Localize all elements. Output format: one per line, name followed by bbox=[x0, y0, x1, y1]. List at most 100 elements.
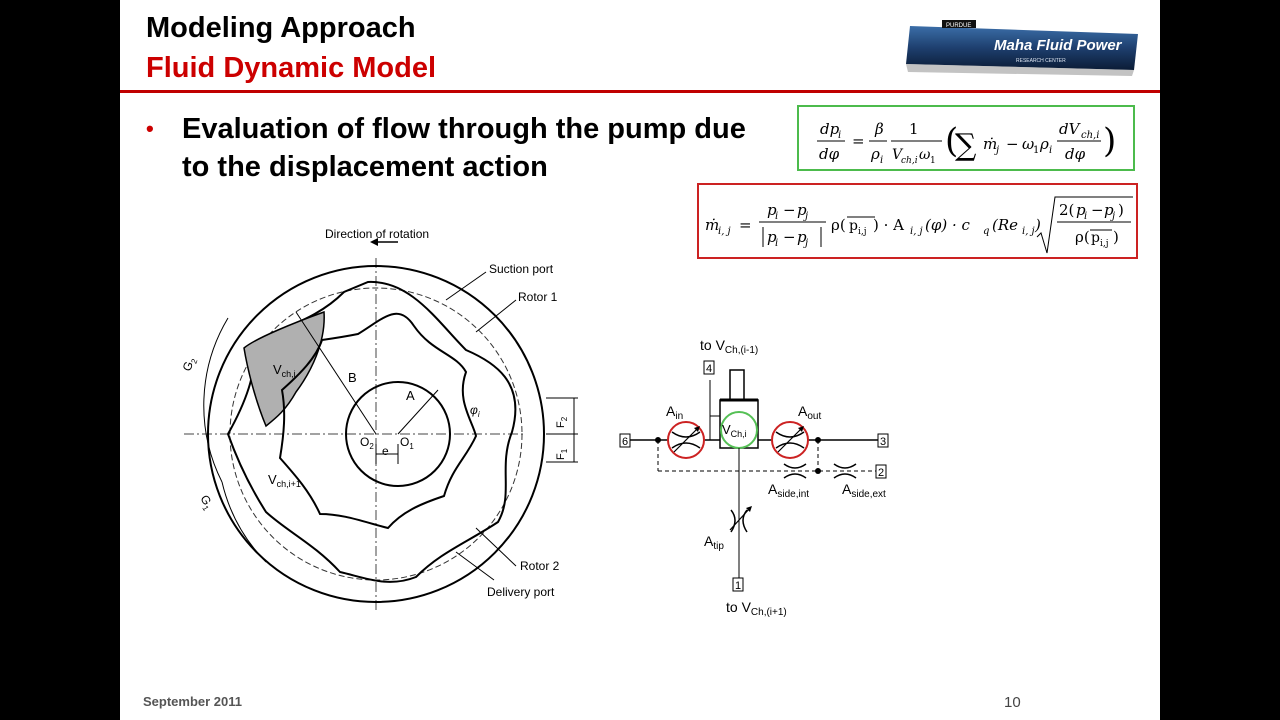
svg-text:ρ(: ρ( bbox=[1075, 228, 1090, 246]
a-tip-label: A bbox=[704, 533, 714, 549]
dim-A-label: A bbox=[406, 388, 415, 403]
svg-text:Ain: Ain bbox=[666, 403, 683, 422]
node-2: 2 bbox=[878, 467, 884, 479]
gerotor-diagram: Direction of rotation Suction port Rotor… bbox=[180, 227, 578, 610]
svg-text:ṁ: ṁ bbox=[983, 135, 997, 153]
f2-label: F bbox=[555, 421, 567, 428]
svg-text:F1: F1 bbox=[555, 448, 569, 460]
a-out-label: A bbox=[798, 403, 808, 419]
svg-text:i: i bbox=[775, 238, 778, 249]
node-1: 1 bbox=[735, 580, 741, 592]
vchi-label: V bbox=[273, 362, 282, 377]
svg-text:G2: G2 bbox=[180, 355, 200, 374]
page-number: 10 bbox=[1004, 694, 1021, 711]
suction-port-label: Suction port bbox=[489, 262, 554, 276]
svg-text:(Re: (Re bbox=[992, 216, 1018, 234]
f1-label: F bbox=[555, 453, 567, 460]
node-6: 6 bbox=[622, 436, 628, 448]
svg-text:p: p bbox=[767, 201, 777, 219]
logo-research: RESEARCH CENTER bbox=[1016, 58, 1066, 64]
svg-text:(φ) · c: (φ) · c bbox=[925, 216, 971, 234]
svg-text:j: j bbox=[994, 145, 999, 156]
svg-text:i: i bbox=[880, 155, 883, 166]
svg-text:dV: dV bbox=[1059, 120, 1082, 138]
svg-text:p: p bbox=[1091, 230, 1100, 246]
lumped-parameter-circuit: 6 3 2 4 1 to VCh,(i-1) to VCh,(i+1) Ain … bbox=[619, 337, 889, 618]
svg-text:i: i bbox=[838, 130, 841, 141]
rotor-1-label: Rotor 1 bbox=[518, 290, 558, 304]
logo-purdue: PURDUE bbox=[946, 23, 971, 29]
svg-text:−: − bbox=[783, 228, 796, 246]
bullet-text: Evaluation of flow through the pump due … bbox=[182, 113, 746, 183]
delivery-port-label: Delivery port bbox=[487, 585, 555, 599]
svg-text:j: j bbox=[803, 238, 808, 249]
shaft bbox=[345, 381, 451, 487]
phi-label: φ bbox=[470, 403, 478, 417]
dim-B-label: B bbox=[348, 370, 357, 385]
svg-text:i: i bbox=[1084, 211, 1087, 222]
svg-text:i, j: i, j bbox=[1022, 226, 1035, 237]
svg-text:dφ: dφ bbox=[819, 145, 840, 163]
svg-text:Aside,ext: Aside,ext bbox=[842, 481, 886, 500]
svg-text:−: − bbox=[1006, 135, 1019, 153]
svg-text:ρ(: ρ( bbox=[831, 216, 846, 234]
svg-text:j: j bbox=[803, 211, 808, 222]
rotor-2 bbox=[278, 312, 478, 530]
rotor-1 bbox=[226, 280, 517, 583]
svg-text:): ) bbox=[1113, 228, 1119, 246]
vchi1-label: V bbox=[268, 472, 277, 487]
svg-text:∑: ∑ bbox=[955, 128, 977, 163]
svg-text:VCh,i: VCh,i bbox=[722, 422, 747, 439]
maha-logo: PURDUE Maha Fluid Power RESEARCH CENTER bbox=[906, 20, 1138, 76]
bullet-marker: • bbox=[146, 116, 154, 141]
logo-brand: Maha Fluid Power bbox=[994, 37, 1123, 54]
svg-text:(: ( bbox=[945, 121, 958, 161]
footer-date: September 2011 bbox=[143, 694, 243, 709]
svg-text:) · A: ) · A bbox=[873, 216, 904, 234]
o1-label: O bbox=[400, 435, 409, 449]
svg-text:1: 1 bbox=[1033, 145, 1039, 156]
chamber-vchi bbox=[243, 310, 325, 428]
svg-text:p: p bbox=[767, 228, 777, 246]
svg-text:): ) bbox=[1034, 216, 1041, 234]
svg-text:V: V bbox=[892, 147, 904, 163]
svg-text:i,j: i,j bbox=[858, 227, 867, 237]
svg-text:p: p bbox=[1104, 201, 1114, 219]
svg-text:i: i bbox=[775, 211, 778, 222]
svg-text:ṁ: ṁ bbox=[705, 216, 719, 234]
svg-text:i: i bbox=[1049, 145, 1052, 156]
rotor-2-label: Rotor 2 bbox=[520, 559, 560, 573]
dim-e-label: e bbox=[382, 444, 389, 458]
svg-text:ch,i: ch,i bbox=[1081, 130, 1099, 141]
svg-text:q: q bbox=[983, 226, 989, 237]
chamber-cylinder bbox=[719, 399, 759, 449]
svg-text:Vch,i+1: Vch,i+1 bbox=[268, 472, 301, 489]
svg-text:to VCh,(i+1): to VCh,(i+1) bbox=[726, 599, 787, 618]
slide-subtitle: Fluid Dynamic Model bbox=[146, 52, 437, 84]
svg-text:O2: O2 bbox=[360, 435, 374, 451]
svg-text:ch,i: ch,i bbox=[901, 156, 918, 166]
v-chi-label: V bbox=[722, 422, 731, 437]
node-3: 3 bbox=[880, 436, 886, 448]
outer-casing bbox=[207, 265, 545, 603]
svg-text:1: 1 bbox=[909, 120, 919, 138]
svg-text:): ) bbox=[1118, 201, 1124, 219]
title-divider bbox=[120, 90, 1160, 93]
svg-text:Atip: Atip bbox=[704, 533, 724, 552]
svg-text:i, j: i, j bbox=[718, 226, 731, 237]
g2-label: G bbox=[180, 359, 196, 373]
svg-text:dp: dp bbox=[820, 120, 840, 138]
svg-text:φi: φi bbox=[470, 403, 480, 419]
slide: Modeling Approach Fluid Dynamic Model PU… bbox=[120, 0, 1160, 720]
to-prev-label: to V bbox=[700, 337, 726, 353]
svg-text:p: p bbox=[1076, 201, 1086, 219]
to-next-label: to V bbox=[726, 599, 752, 615]
svg-text:O1: O1 bbox=[400, 435, 414, 451]
svg-text:G1: G1 bbox=[196, 493, 217, 513]
svg-text:ω: ω bbox=[919, 147, 931, 163]
svg-text:Aout: Aout bbox=[798, 403, 821, 422]
slide-title: Modeling Approach bbox=[146, 12, 416, 44]
